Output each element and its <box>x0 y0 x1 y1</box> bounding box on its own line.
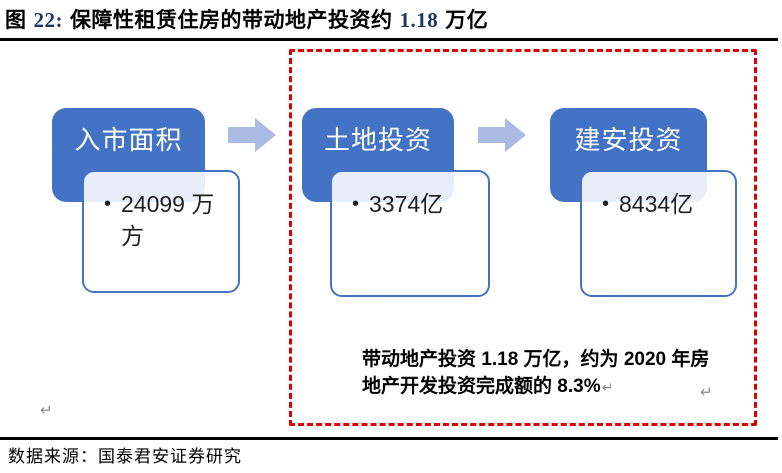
step-label: 建安投资 <box>574 125 683 155</box>
step-value: 8434亿 <box>619 191 694 217</box>
step-card-content: • 8434亿 <box>582 172 735 220</box>
right-arrow-icon <box>228 118 276 152</box>
step-label: 土地投资 <box>323 125 432 155</box>
title-prefix: 图 <box>5 8 27 32</box>
return-mark-icon: ↵ <box>40 402 53 419</box>
step-card-construction-investment: • 8434亿 <box>580 170 737 297</box>
step-card-content: • 24099 万方 <box>84 172 238 252</box>
annotation-line-2-text: 地产开发投资完成额的 8.3% <box>362 376 601 397</box>
title-figure-number: 22: <box>33 8 63 32</box>
step-value: 24099 万方 <box>121 191 215 249</box>
step-card-land-investment: • 3374亿 <box>330 170 490 297</box>
title-unit: 万亿 <box>445 8 489 32</box>
bullet-icon: • <box>352 193 360 215</box>
annotation-text: 带动地产投资 1.18 万亿，约为 2020 年房 地产开发投资完成额的 8.3… <box>362 346 720 401</box>
return-mark-icon: ↵ <box>601 379 614 395</box>
step-card-market-entry-area: • 24099 万方 <box>82 170 240 293</box>
bullet-icon: • <box>104 193 112 215</box>
annotation-line-2: 地产开发投资完成额的 8.3%↵ <box>362 373 720 401</box>
title-divider <box>0 38 778 41</box>
return-mark-icon: ↵ <box>700 384 713 401</box>
bullet-icon: • <box>602 193 610 215</box>
data-source-text: 数据来源：国泰君安证券研究 <box>8 447 242 466</box>
title-value: 1.18 <box>399 8 439 32</box>
step-label: 入市面积 <box>74 125 183 155</box>
right-arrow-icon <box>478 118 526 152</box>
annotation-line-1: 带动地产投资 1.18 万亿，约为 2020 年房 <box>362 349 710 370</box>
step-card-content: • 3374亿 <box>332 172 488 220</box>
footer-divider <box>0 437 778 440</box>
highlight-dashed-region <box>289 49 757 426</box>
step-value: 3374亿 <box>369 191 444 217</box>
title-body: 保障性租赁住房的带动地产投资约 <box>70 8 393 32</box>
